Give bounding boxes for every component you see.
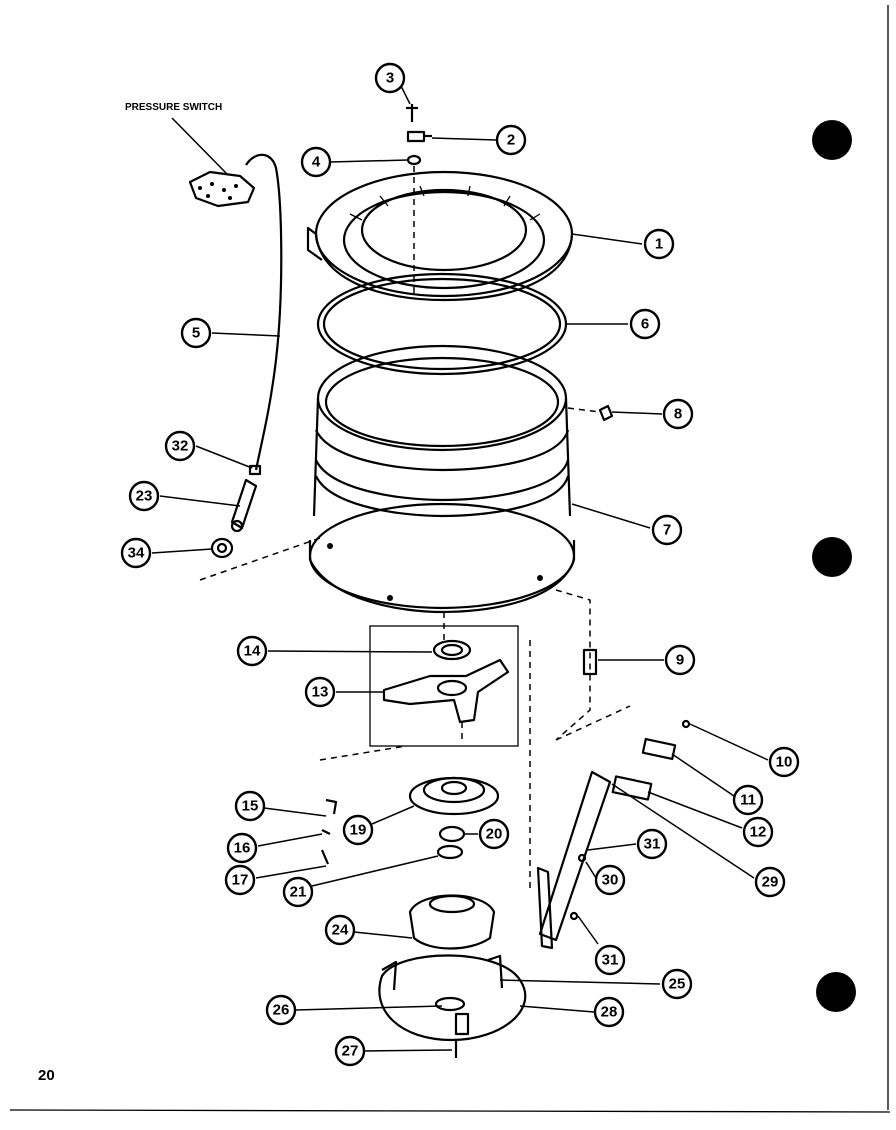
callout-13: 13 bbox=[304, 676, 336, 708]
tub-ring bbox=[306, 170, 574, 302]
callout-12: 12 bbox=[742, 816, 774, 848]
bearing bbox=[432, 639, 472, 661]
tub-clip bbox=[598, 404, 614, 422]
pulley bbox=[408, 776, 500, 816]
pressure-switch bbox=[188, 170, 256, 208]
tub-grommet bbox=[210, 537, 234, 559]
svg-text:31: 31 bbox=[602, 952, 619, 969]
callout-20: 20 bbox=[478, 818, 510, 850]
mounting-screw bbox=[681, 719, 691, 729]
tub-support-group-box bbox=[369, 625, 519, 747]
base-plate bbox=[378, 954, 527, 1042]
svg-text:28: 28 bbox=[601, 1004, 618, 1021]
leader-lines bbox=[151, 83, 769, 1052]
svg-text:25: 25 bbox=[669, 976, 686, 993]
callout-28: 28 bbox=[593, 996, 625, 1028]
motor-bracket bbox=[555, 589, 598, 741]
hose bbox=[245, 153, 283, 471]
svg-text:3: 3 bbox=[386, 70, 394, 87]
svg-text:17: 17 bbox=[232, 872, 249, 889]
svg-text:29: 29 bbox=[762, 874, 779, 891]
callout-27: 27 bbox=[334, 1035, 366, 1067]
svg-text:19: 19 bbox=[350, 822, 367, 839]
svg-text:27: 27 bbox=[342, 1043, 359, 1060]
callout-6: 6 bbox=[629, 308, 661, 340]
svg-text:21: 21 bbox=[290, 884, 307, 901]
callout-14: 14 bbox=[236, 635, 268, 667]
binder-hole-bottom bbox=[816, 972, 856, 1012]
callout-31-lower: 31 bbox=[594, 944, 626, 976]
mounting-plate-11 bbox=[641, 737, 677, 761]
screw bbox=[406, 104, 418, 122]
callout-29: 29 bbox=[754, 866, 786, 898]
callout-7: 7 bbox=[651, 514, 683, 546]
svg-text:8: 8 bbox=[674, 406, 682, 423]
gear-case bbox=[408, 894, 496, 950]
svg-text:14: 14 bbox=[244, 643, 261, 660]
svg-text:34: 34 bbox=[128, 545, 145, 562]
svg-text:11: 11 bbox=[740, 792, 756, 809]
page-number: 20 bbox=[38, 1067, 55, 1084]
svg-text:20: 20 bbox=[486, 826, 503, 843]
callout-8: 8 bbox=[662, 398, 694, 430]
callout-9: 9 bbox=[664, 644, 696, 676]
callout-5: 5 bbox=[180, 317, 212, 349]
callout-4: 4 bbox=[300, 146, 332, 178]
callout-23: 23 bbox=[128, 480, 160, 512]
svg-text:26: 26 bbox=[273, 1002, 290, 1019]
callout-34: 34 bbox=[120, 537, 152, 569]
callout-24: 24 bbox=[324, 914, 356, 946]
callout-21: 21 bbox=[282, 876, 314, 908]
tub-support bbox=[382, 658, 510, 724]
callout-16: 16 bbox=[226, 832, 258, 864]
svg-text:1: 1 bbox=[655, 236, 663, 253]
svg-text:31: 31 bbox=[644, 836, 661, 853]
callout-17: 17 bbox=[224, 864, 256, 896]
svg-text:4: 4 bbox=[312, 154, 321, 171]
binder-hole-middle bbox=[812, 537, 852, 577]
callout-31-upper: 31 bbox=[636, 828, 668, 860]
thrust-washer bbox=[436, 844, 464, 860]
svg-text:24: 24 bbox=[332, 922, 349, 939]
svg-text:32: 32 bbox=[172, 438, 189, 455]
svg-text:7: 7 bbox=[663, 522, 671, 539]
hose-clamp bbox=[248, 464, 262, 476]
binder-hole-top bbox=[812, 120, 852, 160]
binder-holes bbox=[812, 120, 856, 1012]
svg-text:13: 13 bbox=[312, 684, 329, 701]
svg-text:12: 12 bbox=[750, 824, 767, 841]
callout-15: 15 bbox=[234, 790, 266, 822]
callout-25: 25 bbox=[661, 968, 693, 1000]
callout-30: 30 bbox=[594, 864, 626, 896]
page-frame bbox=[9, 5, 891, 1113]
svg-text:23: 23 bbox=[136, 488, 153, 505]
callout-3: 3 bbox=[374, 62, 406, 94]
callout-26: 26 bbox=[265, 994, 297, 1026]
callout-10: 10 bbox=[768, 746, 800, 778]
callout-1: 1 bbox=[643, 228, 675, 260]
svg-text:16: 16 bbox=[234, 840, 251, 857]
washer bbox=[406, 154, 422, 166]
spring-clip bbox=[320, 798, 338, 865]
seal bbox=[438, 825, 466, 843]
svg-text:30: 30 bbox=[602, 872, 619, 889]
brace bbox=[536, 770, 612, 950]
bolt bbox=[406, 130, 432, 143]
callout-19: 19 bbox=[342, 814, 374, 846]
callout-2: 2 bbox=[495, 124, 527, 156]
svg-text:5: 5 bbox=[192, 325, 200, 342]
svg-text:10: 10 bbox=[776, 754, 793, 771]
svg-text:6: 6 bbox=[641, 316, 649, 333]
svg-text:9: 9 bbox=[676, 652, 684, 669]
svg-text:2: 2 bbox=[507, 132, 515, 149]
callout-32: 32 bbox=[164, 430, 196, 462]
outer-tub bbox=[308, 344, 576, 614]
callout-11: 11 bbox=[732, 784, 764, 816]
pressure-switch-label: PRESSURE SWITCH bbox=[125, 102, 222, 113]
svg-text:15: 15 bbox=[242, 798, 259, 815]
